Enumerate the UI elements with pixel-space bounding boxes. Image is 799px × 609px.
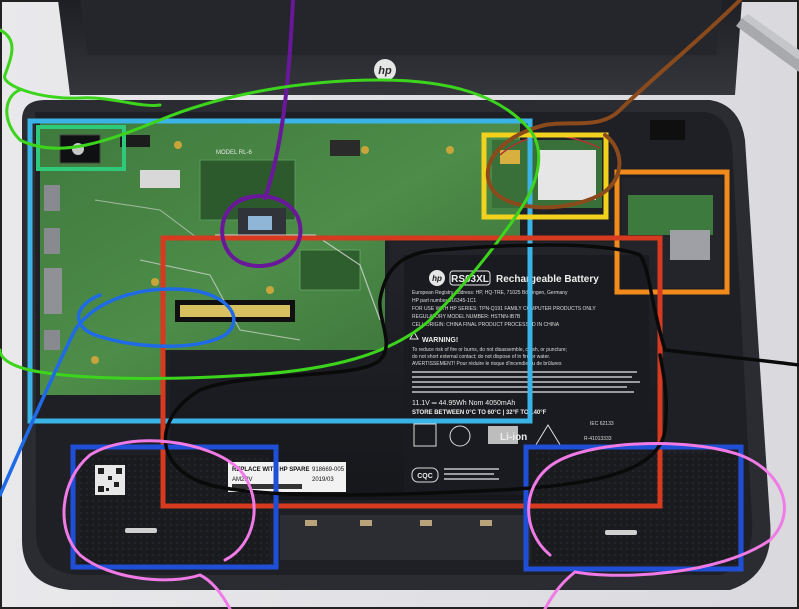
hp-logo-text: hp — [378, 65, 392, 77]
bottom-connectors — [305, 520, 492, 526]
annotation-box-battery — [160, 235, 663, 509]
side-ports — [44, 185, 62, 350]
annotation-box-wifi — [481, 132, 609, 220]
spare-part-label: REPLACE WITH HP SPARE AM2RV 918669-005 2… — [228, 462, 346, 492]
annotation-pink-loop-left — [62, 439, 256, 609]
annotation-brown-loop — [485, 0, 742, 210]
battery-origin-line: CELL ORIGIN: CHINA FINAL PRODUCT PROCESS… — [412, 322, 560, 328]
right-speaker-hole — [605, 530, 637, 535]
motherboard-details: MODEL RL-6 — [91, 135, 454, 364]
spare-label-date: 2019/03 — [312, 477, 334, 483]
annotation-box-left-speaker — [70, 444, 279, 570]
battery-warning-line-2: do not short external contact; do not di… — [412, 354, 550, 360]
annotation-box-right-speaker — [523, 444, 744, 572]
battery-pack: hp RS03XL Rechargeable Battery European … — [170, 242, 662, 500]
battery-store-text: STORE BETWEEN 0°C TO 60°C | 32°F TO 140°… — [412, 410, 547, 416]
board-model-text: MODEL RL-6 — [216, 150, 252, 156]
svg-text:hp: hp — [432, 274, 442, 283]
left-speaker-hole — [125, 528, 157, 533]
qr-pattern — [98, 468, 122, 492]
bottom-connector-strip — [280, 515, 530, 560]
battery-liion-text: Li-ion — [500, 432, 527, 443]
battery-mfr-line: European Registry Address: HP, HQ-TRE, 7… — [412, 290, 568, 296]
spudger-tool — [736, 14, 799, 72]
battery-warning-line-1: To reduce risk of fire or burns, do not … — [412, 347, 567, 353]
spare-label-line1: REPLACE WITH HP SPARE — [232, 467, 309, 473]
battery-cert-text-block — [444, 468, 499, 480]
annotation-blue-loop — [0, 287, 236, 497]
battery-part-line: HP part number 916345-1C1 — [412, 298, 476, 304]
battery-warning-text: WARNING! — [422, 337, 458, 344]
annotation-box-io-board — [614, 169, 730, 295]
annotation-pink-loop-right — [527, 442, 786, 609]
hp-logo: hp — [374, 59, 396, 81]
battery-model-text: RS03XL — [451, 274, 489, 285]
battery-iec-text: IEC 62133 — [590, 421, 614, 427]
battery-fine-print — [412, 371, 640, 393]
lid-inner-bezel — [80, 0, 722, 55]
battery-use-line: FOR USE WITH HP SERIES: TPN-Q191 FAMILY … — [412, 306, 596, 312]
motherboard — [40, 120, 520, 395]
battery-heading-text: Rechargeable Battery — [496, 274, 599, 285]
battery-cqc-text: CQC — [417, 473, 433, 480]
right-io-board — [622, 120, 722, 288]
battery-reg-line: REGULATORY MODEL NUMBER: HSTNN-IB7B — [412, 314, 521, 320]
wifi-card — [492, 134, 602, 208]
battery-rcode-text: R-41013333 — [584, 436, 612, 442]
annotation-green-curve — [0, 28, 541, 380]
spare-label-line2: AM2RV — [232, 477, 253, 483]
spare-label-part: 918669-005 — [312, 467, 345, 473]
battery-warning-line-3: AVERTISSEMENT! Pour réduire le risque d'… — [412, 361, 562, 367]
annotation-box-dc-jack — [36, 125, 126, 171]
annotation-box-motherboard — [27, 118, 533, 424]
battery-spec-text: 11.1V ═ 44.95Wh Nom 4050mAh — [412, 400, 515, 407]
annotation-black-loop — [163, 243, 799, 497]
annotation-purple-circle — [220, 0, 303, 268]
